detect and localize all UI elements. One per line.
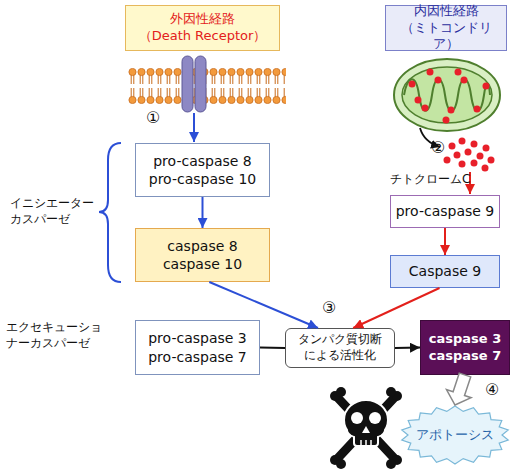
node-text: pro-caspase 9: [396, 202, 495, 220]
block-arrow: [447, 373, 472, 405]
node-text: 外因性経路: [170, 11, 235, 28]
node-text: （ミトコンドリア）: [390, 20, 502, 54]
cytochrome-dots: [409, 69, 490, 124]
pathway-header: 外因性経路（Death Receptor）: [125, 5, 280, 51]
skull-symbol: [330, 387, 402, 469]
node-text: pro-caspase 8: [153, 152, 252, 170]
node-text: Caspase 9: [409, 262, 481, 280]
flow-arrow: [395, 347, 420, 350]
caspase-box: caspase 3caspase 7: [420, 320, 510, 375]
mitochondrion-inner: [402, 67, 492, 123]
cytochrome-c-cluster: [444, 138, 495, 172]
node-text: pro-caspase 3: [148, 329, 247, 347]
group-label: エクセキューショ ナーカスパーゼ: [6, 320, 106, 351]
starburst-shape: [402, 406, 508, 464]
molecule-label: チトクロームC: [390, 172, 470, 188]
node-text: pro-caspase 10: [149, 170, 256, 188]
caspase-box: pro-caspase 8pro-caspase 10: [135, 143, 270, 197]
flow-arrow: [444, 228, 446, 255]
node-text: caspase 7: [429, 348, 501, 365]
death-receptor: [195, 56, 206, 112]
caspase-box: pro-caspase 3pro-caspase 7: [135, 320, 260, 375]
caspase-box: Caspase 9: [390, 255, 500, 288]
node-text: pro-caspase 7: [148, 348, 247, 366]
group-bracket: [99, 143, 121, 282]
flow-arrow: [260, 347, 285, 350]
node-text: caspase 8: [167, 237, 237, 255]
caspase-box: caspase 8caspase 10: [135, 228, 270, 282]
node-text: タンパク質切断 による活性化: [290, 332, 390, 363]
outcome-starburst: アポトーシス: [400, 405, 510, 465]
node-text: 内因性経路: [414, 3, 479, 20]
group-label: イニシエーター カスパーゼ: [10, 196, 105, 227]
process-box: タンパク質切断 による活性化: [285, 328, 395, 368]
caspase-box: pro-caspase 9: [390, 195, 500, 228]
flow-arrow: [202, 197, 204, 228]
death-receptor: [182, 56, 193, 112]
node-text: caspase 3: [429, 331, 501, 348]
callout-number: ②: [431, 138, 445, 159]
pathway-header: 内因性経路（ミトコンドリア）: [385, 5, 507, 51]
lipid-bilayer: [128, 68, 286, 104]
node-text: アポトーシス: [416, 427, 494, 444]
mitochondrion-outer: [394, 59, 500, 131]
callout-number: ④: [485, 380, 499, 401]
node-text: （Death Receptor）: [139, 28, 267, 45]
node-text: caspase 10: [163, 255, 242, 273]
flow-arrow: [353, 288, 439, 328]
callout-number: ③: [322, 298, 336, 319]
signal-arrow: [193, 113, 195, 142]
callout-number: ①: [146, 108, 160, 129]
flow-arrow: [209, 282, 318, 328]
